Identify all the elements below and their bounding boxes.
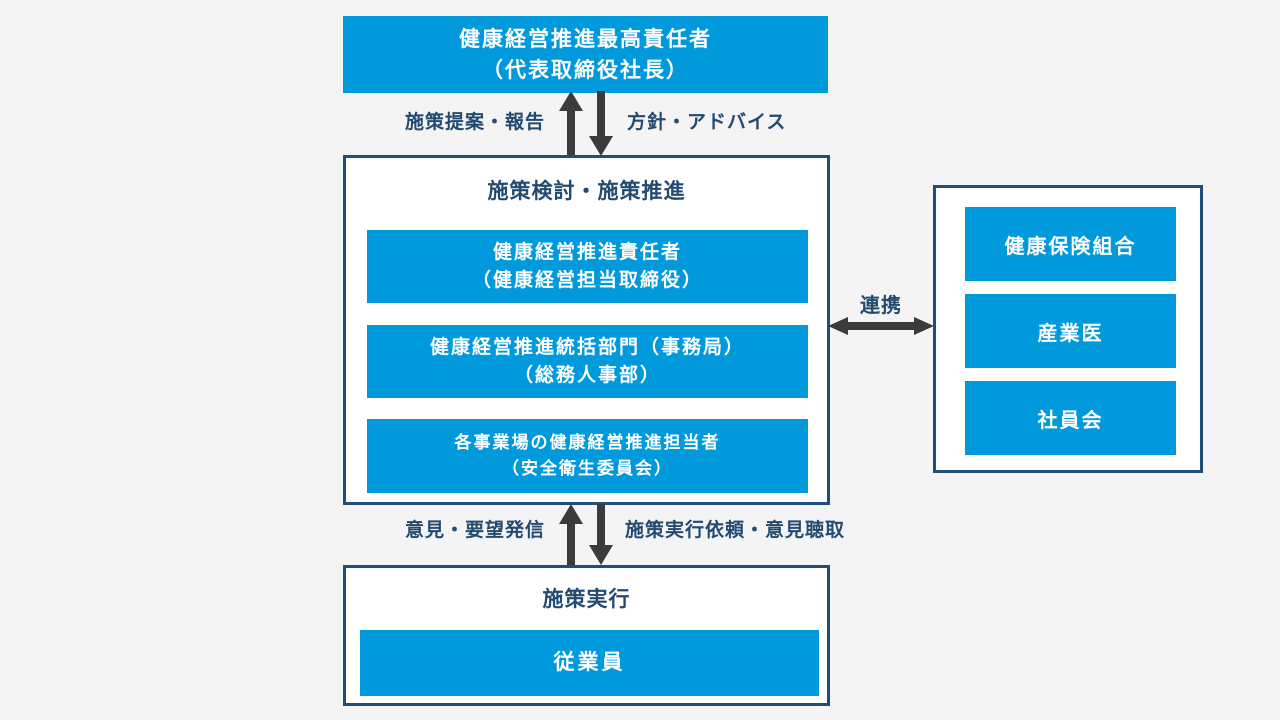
node-promotion-director-line2: （健康経営担当取締役）	[471, 269, 703, 291]
node-employee-association: 社員会	[965, 381, 1176, 455]
node-occupational-physician: 産業医	[965, 294, 1176, 368]
node-secretariat-division: 健康経営推進統括部門（事務局） （総務人事部）	[367, 325, 808, 398]
left-right-arrow-icon	[828, 317, 934, 335]
node-site-representatives-line1: 各事業場の健康経営推進担当者	[454, 433, 721, 452]
label-opinion-request: 意見・要望発信	[404, 520, 545, 541]
node-promotion-director: 健康経営推進責任者 （健康経営担当取締役）	[367, 230, 808, 303]
node-chief-line2: （代表取締役社長）	[482, 58, 689, 82]
up-down-arrows-bottom-icon	[559, 504, 613, 565]
node-occupational-physician-label: 産業医	[1037, 322, 1104, 345]
group-execution-title: 施策実行	[542, 588, 631, 611]
node-health-insurance-label: 健康保険組合	[1004, 235, 1137, 258]
up-down-arrows-top-icon	[559, 91, 613, 156]
label-execution-request-hearing: 施策実行依頼・意見聴取	[625, 520, 846, 541]
group-planning-title: 施策検討・施策推進	[487, 180, 686, 203]
group-external-partners: 健康保険組合 産業医 社員会	[933, 185, 1203, 473]
node-site-representatives: 各事業場の健康経営推進担当者 （安全衛生委員会）	[367, 419, 808, 493]
group-policy-execution: 施策実行 従業員	[343, 565, 830, 706]
node-health-insurance-association: 健康保険組合	[965, 207, 1176, 281]
node-employee-association-label: 社員会	[1037, 409, 1104, 432]
node-promotion-director-line1: 健康経営推進責任者	[492, 241, 682, 263]
node-secretariat-line1: 健康経営推進統括部門（事務局）	[429, 336, 745, 358]
node-site-representatives-line2: （安全衛生委員会）	[502, 459, 673, 478]
node-employees: 従業員	[360, 630, 819, 696]
label-collaboration: 連携	[860, 295, 902, 317]
node-chief-line1: 健康経営推進最高責任者	[459, 27, 712, 51]
node-employees-label: 従業員	[553, 651, 626, 674]
node-chief-health-officer: 健康経営推進最高責任者 （代表取締役社長）	[343, 16, 828, 93]
label-proposal-report: 施策提案・報告	[404, 112, 545, 133]
node-secretariat-line2: （総務人事部）	[513, 364, 661, 386]
label-policy-advice: 方針・アドバイス	[627, 112, 787, 133]
group-planning-promotion: 施策検討・施策推進 健康経営推進責任者 （健康経営担当取締役） 健康経営推進統括…	[343, 155, 830, 505]
